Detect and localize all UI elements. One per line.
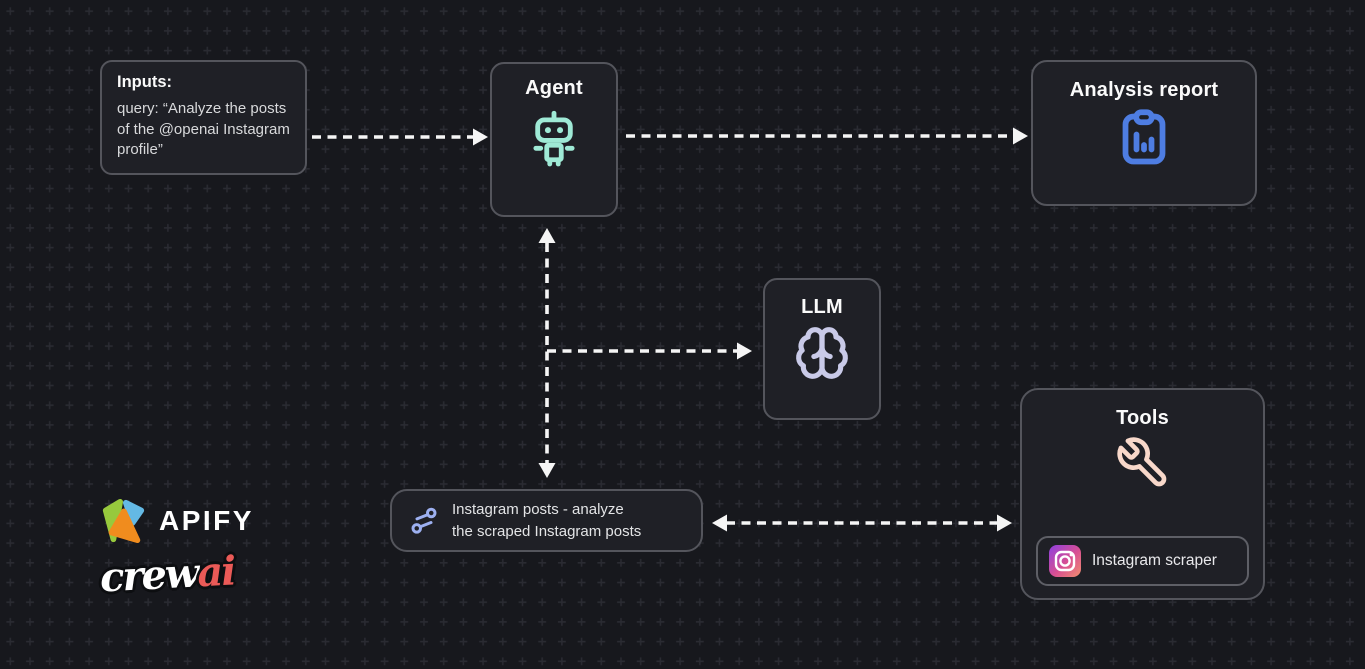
nodes-icon xyxy=(411,507,437,534)
brain-icon xyxy=(796,327,848,379)
clipboard-chart-icon xyxy=(1122,109,1166,165)
crewai-logo-ai: ai xyxy=(196,547,236,597)
instagram-scraper-label: Instagram scraper xyxy=(1092,552,1217,569)
inputs-query-text: query: “Analyze the posts of the @openai… xyxy=(117,100,290,159)
inputs-node: Inputs: query: “Analyze the posts of the… xyxy=(100,60,307,175)
inputs-title: Inputs: xyxy=(117,73,172,91)
analysis-report-title: Analysis report xyxy=(1069,79,1219,101)
tools-title: Tools xyxy=(1116,407,1169,429)
task-label: Instagram posts - analyze the scraped In… xyxy=(452,499,641,542)
crewai-logo-crew: crew xyxy=(98,549,199,602)
apify-logo: APIFY xyxy=(100,497,254,545)
llm-title: LLM xyxy=(801,296,843,318)
task-node: Instagram posts - analyze the scraped In… xyxy=(390,489,703,552)
arrowheads xyxy=(473,127,1028,532)
analysis-report-node: Analysis report xyxy=(1031,60,1257,206)
instagram-icon xyxy=(1049,545,1081,577)
apify-logo-mark xyxy=(102,498,145,544)
crewai-logo: crewai xyxy=(99,548,236,602)
agent-node: Agent xyxy=(490,62,618,217)
instagram-scraper-item: Instagram scraper xyxy=(1036,536,1249,586)
llm-node: LLM xyxy=(763,278,881,420)
task-label-line2: the scraped Instagram posts xyxy=(452,522,642,540)
agent-title: Agent xyxy=(525,77,583,99)
tools-node: Tools Instagram scraper xyxy=(1020,388,1265,600)
wrench-icon xyxy=(1116,437,1166,487)
apify-logo-text: APIFY xyxy=(159,505,254,536)
task-label-line1: Instagram posts - analyze xyxy=(452,501,624,519)
robot-icon xyxy=(533,110,575,167)
